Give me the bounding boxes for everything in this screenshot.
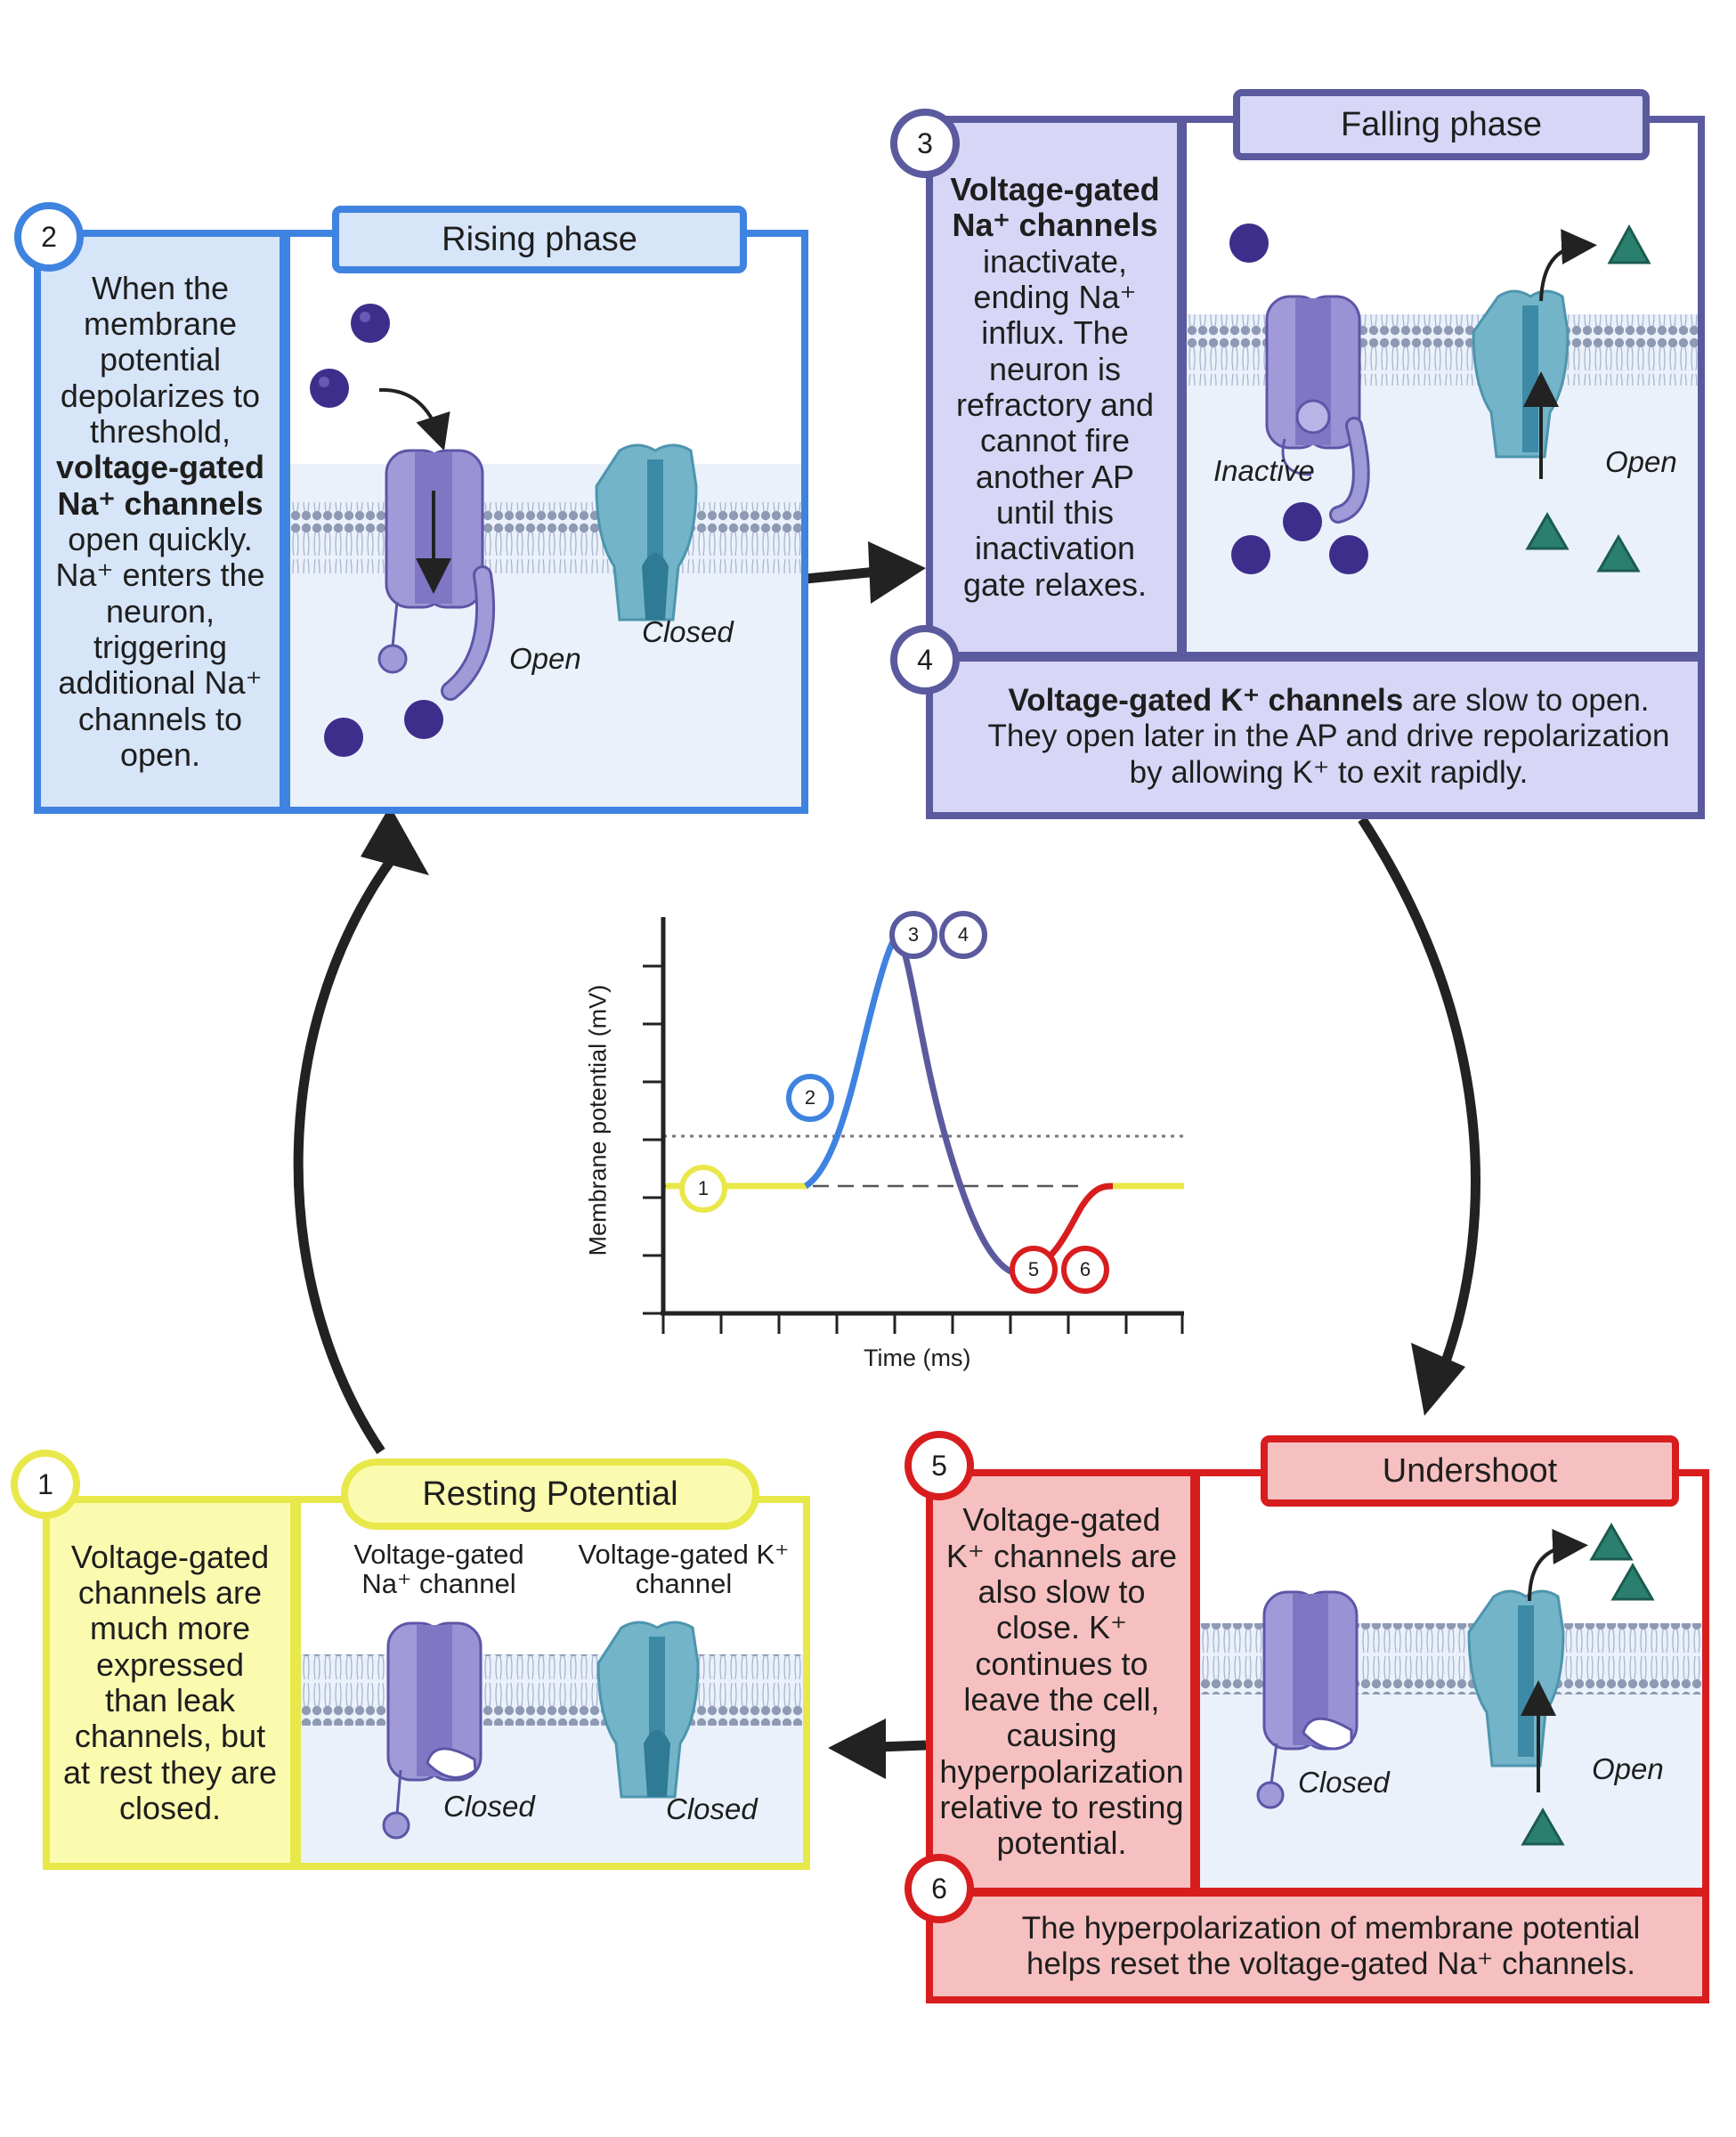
badge-6: 6 <box>905 1854 974 1923</box>
badge-1: 1 <box>11 1450 80 1519</box>
label-open: Open <box>1592 1752 1664 1785</box>
k-channel-open <box>1472 229 1597 479</box>
membrane <box>1187 314 1698 386</box>
badge-5: 5 <box>905 1431 974 1500</box>
rising-stage: Open Closed <box>283 230 808 814</box>
arrow-resting-to-rising-head <box>361 806 429 875</box>
na-ion <box>310 369 349 408</box>
na-channel-closed <box>1256 1590 1359 1809</box>
k-channel-open <box>1467 1528 1588 1792</box>
na-ion <box>404 700 443 739</box>
label-inactive: Inactive <box>1213 454 1315 487</box>
resting-description: Voltage-gated channels are much more exp… <box>43 1496 297 1870</box>
na-channel-inactive <box>1265 295 1370 524</box>
label-open: Open <box>509 642 581 675</box>
rising-phase-panel: Open Closed When the membrane potential … <box>14 202 808 814</box>
rising-title: Rising phase <box>332 206 747 273</box>
k-channel-closed <box>595 443 698 622</box>
badge-4: 4 <box>890 625 960 695</box>
k-channel-caption: Voltage-gated K⁺ channel <box>578 1539 790 1599</box>
badge-2: 2 <box>14 202 84 272</box>
label-closed: Closed <box>642 615 734 648</box>
graph-marker-3: 3 <box>889 911 937 959</box>
falling-note-text: Voltage-gated K⁺ channels are slow to op… <box>986 683 1671 791</box>
arrow-rising-to-falling <box>805 566 878 584</box>
action-potential-graph: 1 2 3 4 5 6 Membrane potential (mV) Time… <box>570 899 1211 1398</box>
text-run: When the membrane potential depolarizes … <box>60 269 261 451</box>
text-run: are slow to open. They open later in the… <box>987 683 1670 790</box>
na-ion <box>1329 535 1368 574</box>
rising-description-text: When the membrane potential depolarizes … <box>53 269 267 773</box>
curve-rising <box>803 931 901 1189</box>
undershoot-title: Undershoot <box>1261 1435 1679 1507</box>
resting-stage: Voltage-gated Na⁺ channel Voltage-gated … <box>294 1496 810 1870</box>
graph-marker-4: 4 <box>939 911 987 959</box>
k-ion <box>1525 512 1570 550</box>
arrow-resting-to-rising <box>293 838 410 1455</box>
membrane <box>301 1654 803 1726</box>
curve-falling <box>896 933 1017 1277</box>
arrow-falling-to-undershoot-head <box>1411 1343 1465 1416</box>
membrane <box>290 502 801 573</box>
label-open: Open <box>1605 445 1677 478</box>
undershoot-stage: Closed Open <box>1193 1469 1709 1895</box>
na-channel-caption: Voltage-gated Na⁺ channel <box>353 1539 524 1599</box>
undershoot-description-text: Voltage-gated K⁺ channels are also slow … <box>939 1502 1183 1861</box>
arrow-falling-to-undershoot <box>1358 816 1480 1373</box>
falling-note: Voltage-gated K⁺ channels are slow to op… <box>926 654 1705 819</box>
graph-marker-6: 6 <box>1061 1246 1109 1294</box>
k-ion <box>1596 534 1641 573</box>
na-ion <box>351 304 390 343</box>
graph-x-label: Time (ms) <box>864 1345 971 1371</box>
falling-description: Voltage-gated Na⁺ channels inactivate, e… <box>926 116 1184 659</box>
k-ion <box>1610 1563 1655 1601</box>
undershoot-note-text: The hyperpolarization of membrane potent… <box>986 1911 1675 1983</box>
rising-description: When the membrane potential depolarizes … <box>34 230 287 814</box>
undershoot-note: The hyperpolarization of membrane potent… <box>926 1889 1709 2003</box>
falling-phase-panel: Inactive Open Voltage-gated Na⁺ channels… <box>890 89 1705 819</box>
text-run: Voltage-gated K⁺ channels <box>1008 683 1404 719</box>
k-ion <box>1607 223 1651 264</box>
resting-description-text: Voltage-gated channels are much more exp… <box>62 1538 278 1827</box>
na-ion <box>324 718 363 757</box>
na-ion <box>1283 502 1322 541</box>
falling-description-text: Voltage-gated Na⁺ channels inactivate, e… <box>944 171 1166 603</box>
text-run: open quickly. Na⁺ enters the neuron, tri… <box>55 521 265 773</box>
k-ion <box>1589 1523 1634 1561</box>
label-closed: Closed <box>1298 1766 1390 1799</box>
text-run: voltage-gated Na⁺ channels <box>55 449 265 522</box>
na-channel-open <box>377 449 496 701</box>
k-channel-closed <box>596 1621 700 1799</box>
resting-title: Resting Potential <box>341 1459 759 1530</box>
resting-potential-panel: Voltage-gated Na⁺ channel Voltage-gated … <box>11 1450 810 1870</box>
text-run: Voltage-gated channels are much more exp… <box>62 1538 278 1826</box>
undershoot-description: Voltage-gated K⁺ channels are also slow … <box>926 1469 1197 1895</box>
y-ticks <box>643 964 663 1315</box>
falling-stage: Inactive Open <box>1180 116 1705 659</box>
graph-marker-1: 1 <box>679 1165 727 1213</box>
graph-marker-2: 2 <box>786 1074 834 1122</box>
x-ticks <box>661 1313 1184 1334</box>
label-closed-k: Closed <box>666 1792 758 1825</box>
graph-y-label: Membrane potential (mV) <box>584 984 612 1256</box>
k-ion <box>1521 1808 1565 1846</box>
arrow-rising-to-falling-head <box>868 541 926 604</box>
text-run: Voltage-gated Na⁺ channels <box>950 171 1160 244</box>
graph-marker-5: 5 <box>1010 1246 1058 1294</box>
falling-title: Falling phase <box>1233 89 1650 160</box>
arrow-undershoot-to-resting-head <box>828 1719 886 1779</box>
badge-3: 3 <box>890 109 960 178</box>
na-ion <box>1231 535 1270 574</box>
text-run: The hyperpolarization of membrane potent… <box>1021 1910 1641 1981</box>
na-ion <box>1229 223 1269 263</box>
label-closed-na: Closed <box>443 1790 535 1823</box>
text-run: Voltage-gated K⁺ channels are also slow … <box>939 1501 1184 1862</box>
undershoot-panel: Closed Open Voltage-gated K⁺ channels ar… <box>905 1431 1709 2003</box>
text-run: inactivate, ending Na⁺ influx. The neuro… <box>955 242 1155 603</box>
na-channel-closed <box>382 1621 483 1840</box>
